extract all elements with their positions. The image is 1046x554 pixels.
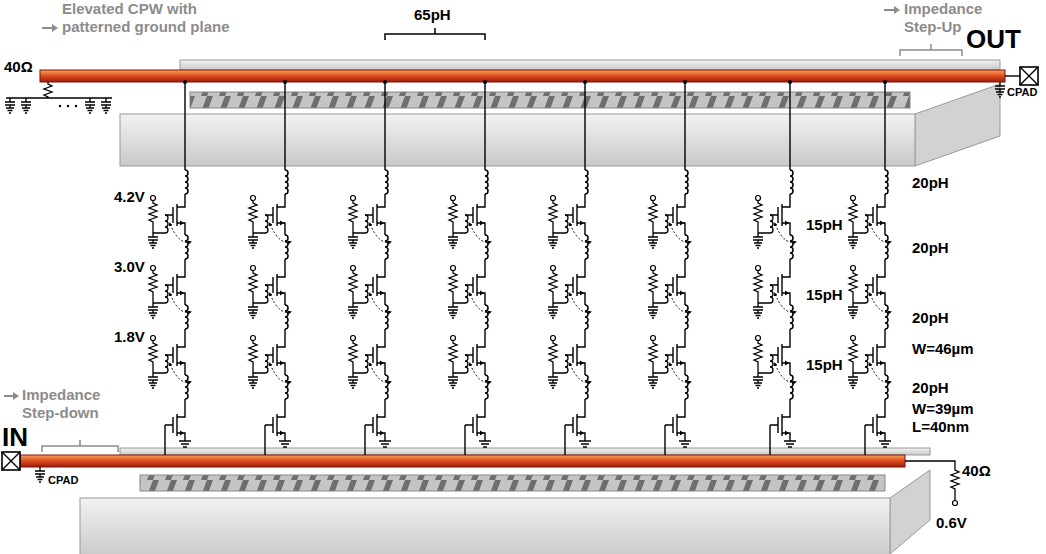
component-label: IN bbox=[2, 424, 28, 450]
component-label: W=39µm bbox=[912, 400, 974, 418]
component-label: 1.8V bbox=[114, 328, 145, 346]
component-label: 40Ω bbox=[962, 462, 991, 480]
component-label: Impedance Step-down bbox=[22, 386, 122, 422]
component-label: 20pH bbox=[912, 174, 949, 192]
component-label: W=46µm bbox=[912, 340, 974, 358]
component-label: Elevated CPW with patterned ground plane bbox=[62, 0, 252, 36]
component-label: L=40nm bbox=[912, 418, 969, 436]
component-label: 3.0V bbox=[114, 258, 145, 276]
component-label: 0.6V bbox=[936, 514, 967, 532]
component-label: 20pH bbox=[912, 379, 949, 397]
component-label: 20pH bbox=[912, 239, 949, 257]
component-label: CPAD bbox=[48, 474, 78, 487]
component-label: 20pH bbox=[912, 309, 949, 327]
component-label: 65pH bbox=[414, 6, 451, 24]
component-label: 15pH bbox=[806, 216, 843, 234]
component-label: OUT bbox=[966, 26, 1021, 52]
component-label: 4.2V bbox=[114, 188, 145, 206]
component-label: CPAD bbox=[1007, 86, 1037, 99]
component-label: 15pH bbox=[806, 286, 843, 304]
component-label: 40Ω bbox=[4, 58, 33, 76]
component-label: 15pH bbox=[806, 356, 843, 374]
